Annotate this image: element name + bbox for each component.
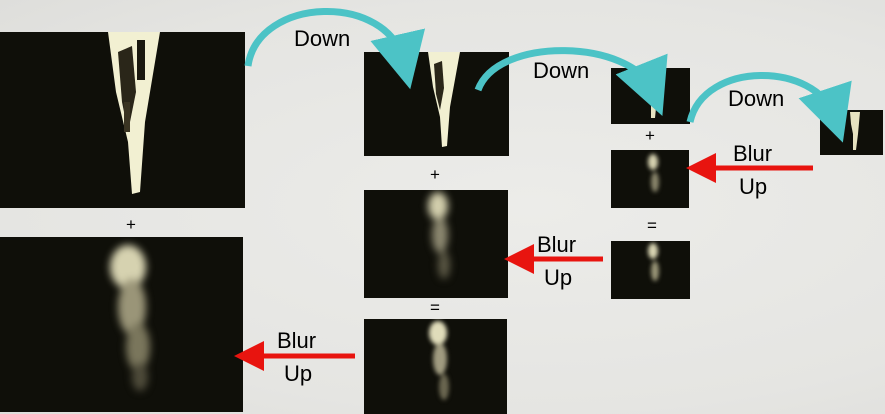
up-label: Up bbox=[739, 174, 768, 199]
up-label: Up bbox=[284, 361, 313, 386]
scene-level-2 bbox=[647, 70, 661, 118]
scene-level-0 bbox=[108, 32, 160, 194]
image-level-3 bbox=[820, 110, 883, 155]
blurred-scene-level-1 bbox=[428, 192, 450, 279]
sharpened-scene-level-1 bbox=[429, 321, 449, 400]
scene-level-1 bbox=[428, 52, 460, 147]
blur-label: Blur bbox=[277, 328, 317, 353]
equals-operator: = bbox=[430, 298, 440, 317]
image-level-2 bbox=[611, 68, 690, 124]
blurred-scene-level-0 bbox=[110, 245, 150, 391]
plus-operator: + bbox=[645, 126, 655, 145]
blur-label: Blur bbox=[733, 141, 773, 166]
blurred-scene-level-2 bbox=[648, 154, 659, 192]
sharpened-scene-level-2 bbox=[648, 243, 659, 281]
image-level-1 bbox=[364, 52, 509, 156]
equals-operator: = bbox=[647, 216, 657, 235]
plus-operator: + bbox=[126, 215, 136, 234]
down-label: Down bbox=[294, 26, 351, 51]
plus-operator: + bbox=[430, 165, 440, 184]
image-upsampled-level-1 bbox=[364, 190, 508, 298]
image-upsampled-level-2 bbox=[611, 150, 689, 208]
up-label: Up bbox=[544, 265, 573, 290]
down-label: Down bbox=[533, 58, 590, 83]
down-label: Down bbox=[728, 86, 785, 111]
image-reconstructed-level-0 bbox=[0, 237, 243, 412]
blur-label: Blur bbox=[537, 232, 577, 257]
image-reconstructed-level-2 bbox=[611, 241, 690, 299]
image-reconstructed-level-1 bbox=[364, 319, 507, 414]
scene-level-3 bbox=[850, 112, 860, 150]
image-level-0 bbox=[0, 32, 245, 208]
